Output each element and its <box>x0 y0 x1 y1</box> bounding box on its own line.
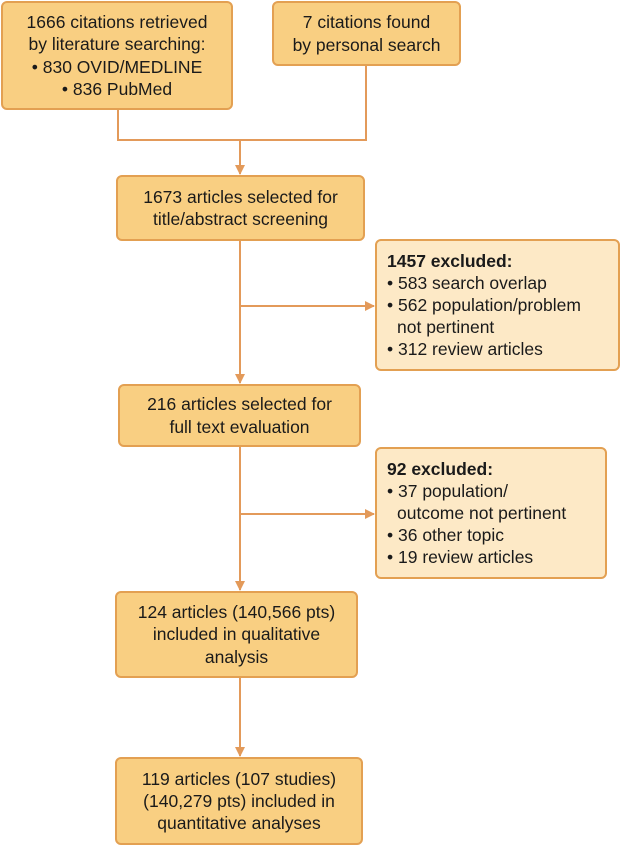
personal-line-1: 7 citations found <box>302 12 431 33</box>
excluded-1-item-3: • 312 review articles <box>387 339 543 360</box>
excluded-2-item-1-continued: outcome not pertinent <box>397 502 567 523</box>
fulltext-line-1: 216 articles selected for <box>147 394 332 415</box>
personal-line-2: by personal search <box>292 34 441 55</box>
literature-line-4: • 836 PubMed <box>61 78 173 99</box>
personal-search-box: 7 citations found by personal search <box>272 1 461 66</box>
excluded-box-2: 92 excluded: • 37 population/ outcome no… <box>375 447 607 579</box>
excluded-2-title: 92 excluded: <box>387 458 494 479</box>
fulltext-box: 216 articles selected for full text eval… <box>118 384 361 447</box>
qualitative-line-2: included in qualitative <box>152 624 321 645</box>
quantitative-box: 119 articles (107 studies) (140,279 pts)… <box>115 757 363 845</box>
excluded-1-title: 1457 excluded: <box>387 250 513 271</box>
quantitative-line-3: quantitative analyses <box>157 813 321 834</box>
literature-line-1: 1666 citations retrieved <box>26 12 208 33</box>
screening-line-2: title/abstract screening <box>152 209 329 229</box>
literature-search-box: 1666 citations retrieved by literature s… <box>1 1 233 110</box>
excluded-2-item-2: • 36 other topic <box>387 525 505 546</box>
quantitative-line-2: (140,279 pts) included in <box>143 790 335 811</box>
excluded-1-item-2: • 562 population/problem <box>387 294 581 315</box>
merge-connector <box>117 66 367 141</box>
excluded-2-item-3: • 19 review articles <box>387 547 534 568</box>
screening-box: 1673 articles selected for title/abstrac… <box>116 175 365 241</box>
qualitative-line-1: 124 articles (140,566 pts) <box>137 602 336 623</box>
screening-line-1: 1673 articles selected for <box>143 186 338 207</box>
qualitative-line-3: analysis <box>204 646 269 667</box>
fulltext-line-2: full text evaluation <box>169 416 310 437</box>
quantitative-line-1: 119 articles (107 studies) <box>141 768 337 789</box>
excluded-box-1: 1457 excluded: • 583 search overlap • 56… <box>375 239 620 371</box>
qualitative-box: 124 articles (140,566 pts) included in q… <box>115 591 358 678</box>
excluded-1-item-1: • 583 search overlap <box>387 272 547 293</box>
literature-line-3: • 830 OVID/MEDLINE <box>31 56 203 77</box>
excluded-2-item-1: • 37 population/ <box>387 480 508 501</box>
literature-line-2: by literature searching: <box>28 34 206 55</box>
excluded-1-item-2-continued: not pertinent <box>397 317 495 338</box>
